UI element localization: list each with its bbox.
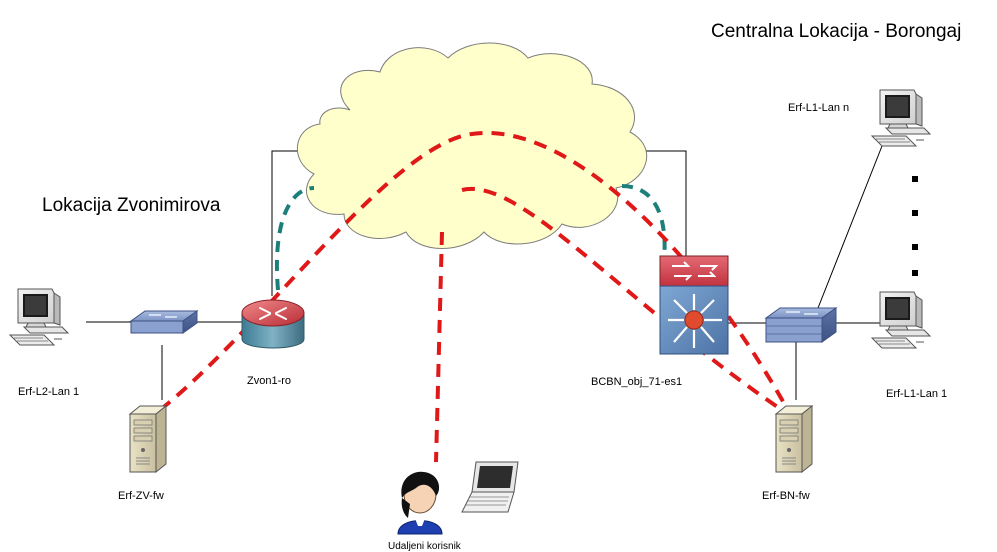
remote-laptop	[461, 461, 519, 513]
erf-l1-lan-n-label: Erf-L1-Lan n	[788, 102, 849, 114]
network-switch-icon	[764, 307, 838, 343]
left-switch	[130, 310, 198, 334]
erf-l1-lan-n-pc	[871, 89, 931, 147]
bcbn-label: BCBN_obj_71-es1	[591, 376, 682, 388]
erf-l2-lan1-pc	[9, 288, 69, 346]
internet-cloud-icon	[297, 42, 648, 249]
erf-bn-fw-server	[775, 405, 813, 473]
server-tower-icon	[775, 405, 813, 473]
zvonimirova-location-label: Lokacija Zvonimirova	[42, 195, 221, 216]
erf-bn-fw-label: Erf-BN-fw	[762, 490, 810, 502]
desktop-pc-icon	[871, 291, 931, 349]
central-switch	[764, 307, 838, 343]
desktop-pc-icon	[9, 288, 69, 346]
remote-user-label: Udaljeni korisnik	[388, 541, 462, 552]
laptop-icon	[461, 461, 519, 513]
multilayer-switch-icon	[659, 255, 729, 355]
zvon1-ro-label: Zvon1-ro	[247, 375, 291, 387]
server-tower-icon	[129, 405, 167, 473]
desktop-pc-icon	[871, 89, 931, 147]
ellipsis-dots	[912, 176, 918, 276]
central-location-label: Centralna Lokacija - Borongaj	[711, 21, 961, 42]
erf-zv-fw-server	[129, 405, 167, 473]
remote-user-person	[397, 471, 443, 535]
vpn-tunnel-lines	[158, 130, 792, 463]
erf-l1-lan1-pc	[871, 291, 931, 349]
network-switch-icon	[130, 310, 198, 334]
bcbn-multilayer-switch	[659, 255, 729, 355]
router-icon	[241, 299, 305, 349]
erf-l1-lan1-label: Erf-L1-Lan 1	[886, 388, 947, 400]
zvon1-ro-router	[241, 299, 305, 349]
user-person-icon	[397, 471, 443, 535]
erf-l2-lan1-label: Erf-L2-Lan 1	[18, 386, 79, 398]
erf-zv-fw-label: Erf-ZV-fw	[118, 490, 164, 502]
wan-link-lines	[275, 184, 667, 291]
